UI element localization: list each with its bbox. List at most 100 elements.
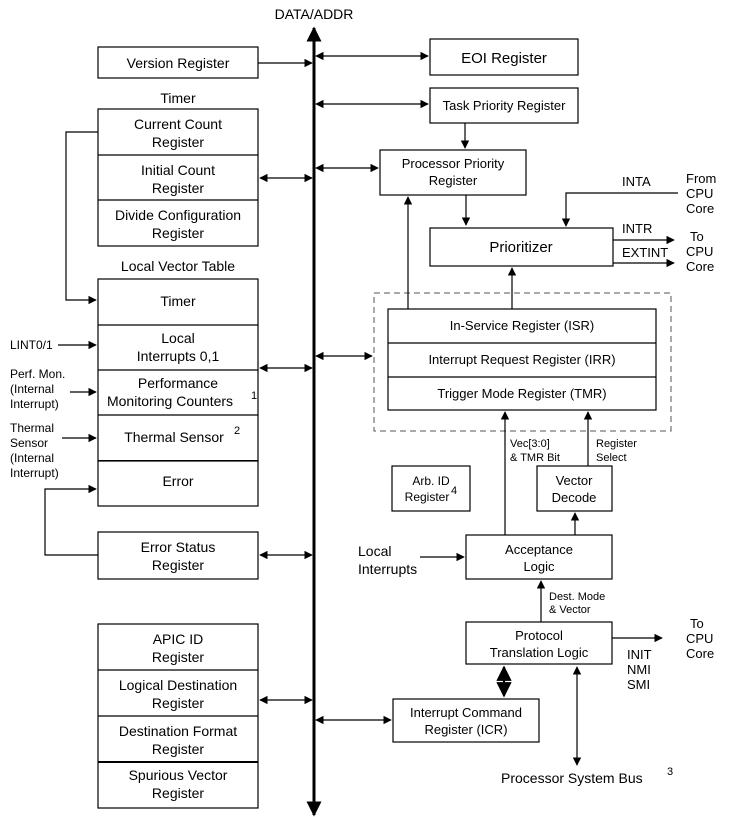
svg-text:Register: Register <box>152 557 204 573</box>
lint-label: LINT0/1 <box>10 338 53 352</box>
svg-text:EOI Register: EOI Register <box>461 50 547 67</box>
initial-count-l2: Register <box>152 180 204 196</box>
local-interrupts-in-l2: Interrupts <box>358 561 417 577</box>
version-register: Version Register <box>97 46 259 79</box>
local-interrupts-in-l1: Local <box>358 543 391 559</box>
irr: Interrupt Request Register (IRR) <box>428 352 615 367</box>
apic-id-group: APIC ID Register Logical Destination Reg… <box>97 623 259 809</box>
tmr: Trigger Mode Register (TMR) <box>437 386 606 401</box>
acceptance-logic: Acceptance Logic <box>465 534 613 580</box>
interrupt-registers-group <box>373 292 672 432</box>
svg-text:Vector: Vector <box>556 473 594 488</box>
svg-text:Version Register: Version Register <box>127 55 230 71</box>
isr: In-Service Register (ISR) <box>450 318 594 333</box>
extint-label: EXTINT <box>622 245 668 260</box>
to-cpu-top-l2: CPU <box>686 244 713 259</box>
init-label: INIT <box>627 647 652 662</box>
nmi-label: NMI <box>627 662 651 677</box>
dest-format-l2: Register <box>152 741 204 757</box>
svg-text:Decode: Decode <box>552 490 597 505</box>
svg-text:Task Priority Register: Task Priority Register <box>443 98 566 113</box>
eoi-register: EOI Register <box>429 38 579 76</box>
svg-text:Translation Logic: Translation Logic <box>490 645 589 660</box>
isr-irr-tmr-stack: In-Service Register (ISR) Interrupt Requ… <box>387 308 657 411</box>
initial-count-l1: Initial Count <box>141 162 215 178</box>
current-count-l1: Current Count <box>134 116 222 132</box>
dest-mode-l2: & Vector <box>549 604 591 616</box>
thermal-l3: (Internal <box>10 451 54 465</box>
dest-format-l1: Destination Format <box>119 723 237 739</box>
processor-priority-register: Processor Priority Register <box>379 149 527 196</box>
to-cpu-bottom-l3: Core <box>686 646 714 661</box>
vec-label-l1: Vec[3:0] <box>510 438 550 450</box>
svg-text:Prioritizer: Prioritizer <box>489 239 552 256</box>
spurious-l1: Spurious Vector <box>129 767 228 783</box>
timer-loop-arrow <box>65 131 98 305</box>
svg-text:Protocol: Protocol <box>515 628 563 643</box>
to-cpu-top-l3: Core <box>686 259 714 274</box>
spurious-l2: Register <box>152 785 204 801</box>
timer-heading: Timer <box>160 90 196 106</box>
reg-select-l2: Select <box>596 452 627 464</box>
dest-mode-l1: Dest. Mode <box>549 591 605 603</box>
error-status-register: Error Status Register <box>97 531 259 580</box>
svg-text:Register: Register <box>429 173 478 188</box>
intr-label: INTR <box>622 221 652 236</box>
interrupt-command-register: Interrupt Command Register (ICR) <box>392 698 540 743</box>
thermal-l2: Sensor <box>10 436 48 450</box>
svg-text:Register (ICR): Register (ICR) <box>424 722 507 737</box>
logical-dest-l2: Register <box>152 695 204 711</box>
smi-label: SMI <box>627 677 650 692</box>
timer-register-group: Current Count Register Initial Count Reg… <box>97 108 259 247</box>
prioritizer: Prioritizer <box>429 227 614 267</box>
error-register: Error <box>97 460 259 507</box>
svg-text:Error Status: Error Status <box>141 539 216 555</box>
inta-label: INTA <box>622 174 651 189</box>
perf-counters-sup: 1 <box>251 390 257 402</box>
svg-text:Error: Error <box>162 473 193 489</box>
apic-id-l2: Register <box>152 649 204 665</box>
to-cpu-top-l1: To <box>690 229 704 244</box>
protocol-translation-logic: Protocol Translation Logic <box>465 621 613 665</box>
thermal-l4: Interrupt) <box>10 466 59 480</box>
vector-decode: Vector Decode <box>536 465 613 512</box>
thermal-sensor: Thermal Sensor <box>124 429 224 445</box>
svg-text:Processor Priority: Processor Priority <box>402 156 505 171</box>
thermal-sensor-sup: 2 <box>234 425 240 437</box>
from-cpu-l1: From <box>686 171 716 186</box>
arb-id-sup: 4 <box>451 485 457 497</box>
svg-text:Register: Register <box>405 490 450 504</box>
lvt-heading: Local Vector Table <box>121 258 235 274</box>
perf-mon-l2: (Internal <box>10 382 54 396</box>
local-vector-table: Timer Local Interrupts 0,1 Performance M… <box>97 278 259 462</box>
system-bus-sup: 3 <box>667 766 673 778</box>
bus-label: DATA/ADDR <box>275 6 354 22</box>
arb-id-register: Arb. ID Register 4 <box>391 465 471 512</box>
system-bus-label: Processor System Bus <box>501 770 643 786</box>
reg-select-l1: Register <box>596 438 637 450</box>
svg-text:Interrupt Command: Interrupt Command <box>410 705 522 720</box>
svg-text:Arb. ID: Arb. ID <box>412 474 450 488</box>
svg-text:Logic: Logic <box>523 559 555 574</box>
perf-mon-l1: Perf. Mon. <box>10 367 65 381</box>
task-priority-register: Task Priority Register <box>429 87 579 124</box>
from-cpu-l3: Core <box>686 201 714 216</box>
from-cpu-l2: CPU <box>686 186 713 201</box>
logical-dest-l1: Logical Destination <box>119 677 237 693</box>
local-interrupts-l2: Interrupts 0,1 <box>137 348 220 364</box>
error-loop-arrow <box>44 484 98 556</box>
local-interrupts-l1: Local <box>161 330 194 346</box>
inta-arrow <box>561 192 678 227</box>
current-count-l2: Register <box>152 134 204 150</box>
to-cpu-bottom-l2: CPU <box>686 631 713 646</box>
lvt-timer: Timer <box>160 293 196 309</box>
divide-config-l1: Divide Configuration <box>115 207 241 223</box>
thermal-l1: Thermal <box>10 421 54 435</box>
perf-mon-l3: Interrupt) <box>10 397 59 411</box>
apic-id-l1: APIC ID <box>153 631 204 647</box>
svg-text:Acceptance: Acceptance <box>505 542 573 557</box>
perf-counters-l1: Performance <box>138 375 218 391</box>
to-cpu-bottom-l1: To <box>690 616 704 631</box>
vec-label-l2: & TMR Bit <box>510 452 560 464</box>
